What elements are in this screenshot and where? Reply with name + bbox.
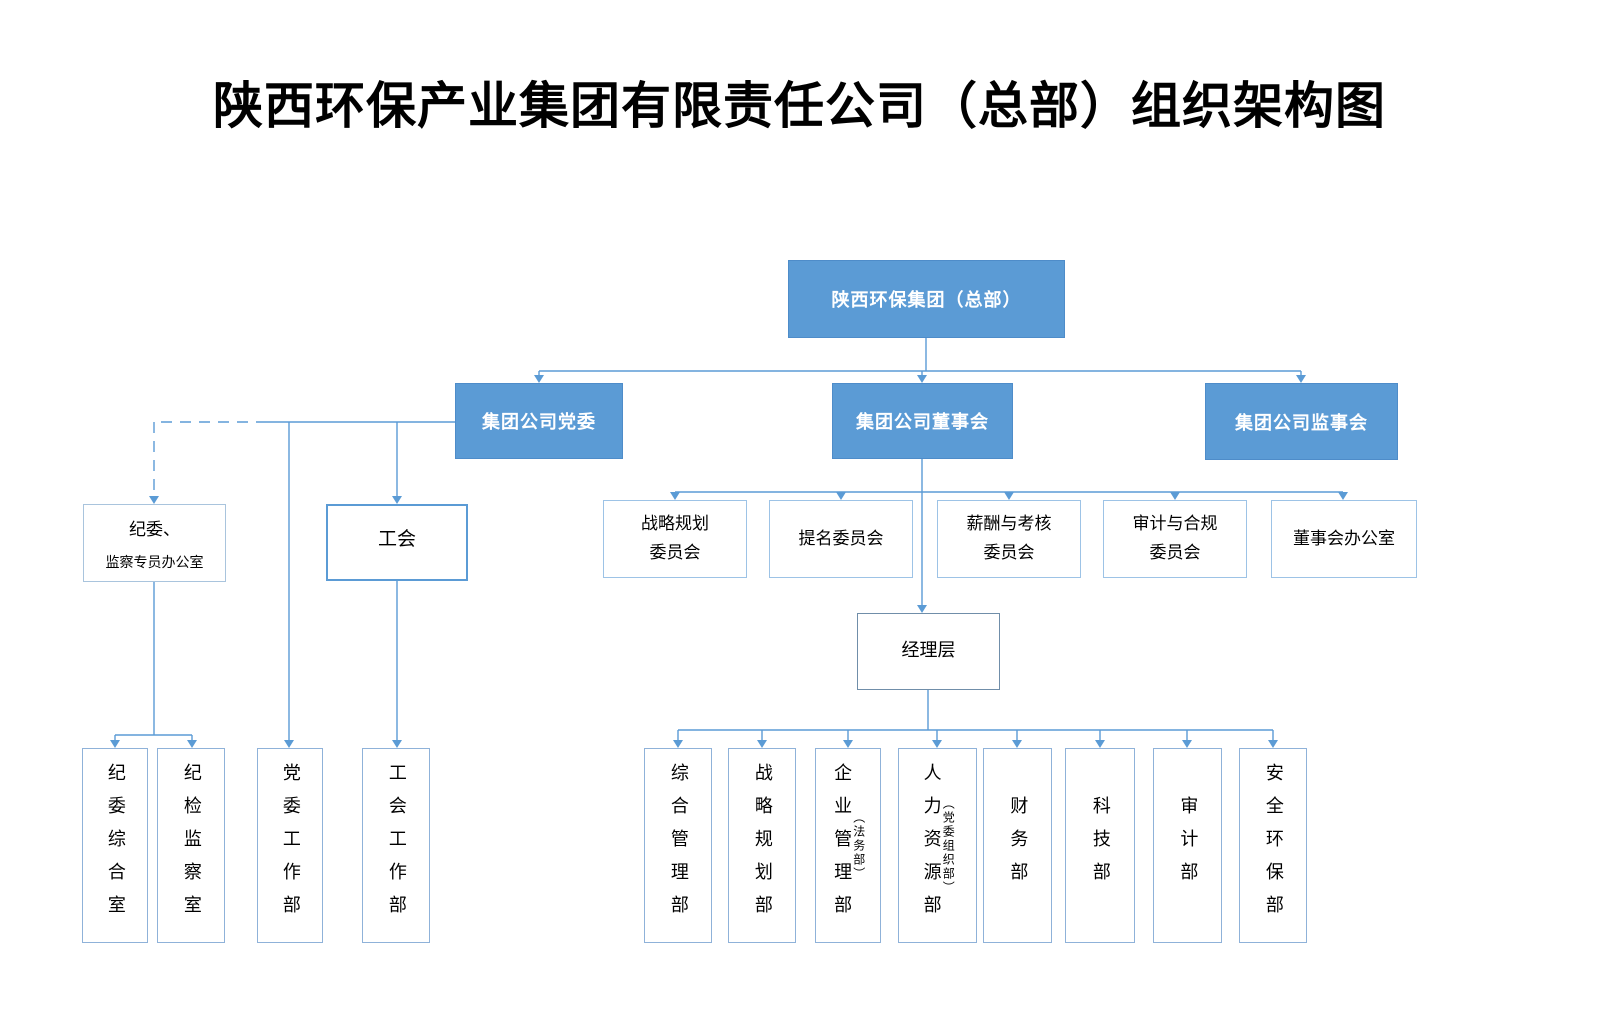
org-node-management-layer: 经理层 bbox=[857, 613, 1000, 690]
node-label: 综合管理部 bbox=[668, 763, 689, 928]
node-label-line: 委员会 bbox=[1149, 543, 1201, 562]
org-node-party-committee: 集团公司党委 bbox=[455, 383, 623, 459]
org-node-strategy-planning-dept: 战略规划部 bbox=[728, 748, 796, 943]
org-node-root: 陕西环保集团（总部） bbox=[788, 260, 1065, 338]
node-label: 纪委综合室 bbox=[105, 763, 126, 928]
org-node-board-office: 董事会办公室 bbox=[1271, 500, 1417, 578]
node-label-line: 监察专员办公室 bbox=[105, 554, 204, 570]
node-label: 科技部 bbox=[1090, 796, 1111, 895]
node-sublabel: （法务部） bbox=[851, 810, 866, 881]
org-node-audit-compliance-committee: 审计与合规 委员会 bbox=[1103, 500, 1247, 578]
org-node-discipline-supervision-office: 纪检监察室 bbox=[157, 748, 225, 943]
node-label-line: 战略规划 bbox=[641, 514, 709, 534]
org-node-discipline-inspection-office: 纪委、 监察专员办公室 bbox=[83, 504, 226, 582]
node-label: 企业管理部 bbox=[832, 763, 853, 928]
org-node-enterprise-mgmt-dept: 企业管理部 （法务部） bbox=[815, 748, 881, 943]
org-node-safety-env-dept: 安全环保部 bbox=[1239, 748, 1307, 943]
node-label-line: 纪委、 bbox=[129, 520, 180, 539]
node-label: 安全环保部 bbox=[1263, 763, 1284, 928]
org-node-supervisory-board: 集团公司监事会 bbox=[1205, 383, 1398, 460]
org-node-party-committee-work-dept: 党委工作部 bbox=[257, 748, 323, 943]
solid-connectors bbox=[114, 338, 1343, 741]
org-node-nomination-committee: 提名委员会 bbox=[769, 500, 913, 578]
node-label-line: 薪酬与考核 bbox=[966, 514, 1052, 534]
node-label-line: 董事会办公室 bbox=[1293, 528, 1395, 548]
node-label-line: 提名委员会 bbox=[798, 528, 884, 548]
node-label: 财务部 bbox=[1008, 796, 1029, 895]
node-label: 战略规划部 bbox=[752, 763, 773, 928]
node-label: 纪检监察室 bbox=[181, 763, 202, 928]
org-node-board: 集团公司董事会 bbox=[832, 383, 1013, 459]
node-sublabel: （党委组织部） bbox=[941, 796, 956, 895]
node-label-line: 委员会 bbox=[649, 543, 701, 562]
org-node-jiwei-general-office: 纪委综合室 bbox=[82, 748, 148, 943]
node-label-line: 审计与合规 bbox=[1132, 514, 1218, 534]
org-node-union-work-dept: 工会工作部 bbox=[362, 748, 430, 943]
org-node-compensation-appraisal-committee: 薪酬与考核 委员会 bbox=[937, 500, 1081, 578]
node-label-line: 委员会 bbox=[983, 543, 1035, 562]
page-title: 陕西环保产业集团有限责任公司（总部）组织架构图 bbox=[213, 76, 1386, 135]
org-node-finance-dept: 财务部 bbox=[983, 748, 1052, 943]
node-label: 工会工作部 bbox=[386, 763, 407, 928]
org-node-strategy-planning-committee: 战略规划 委员会 bbox=[603, 500, 747, 578]
org-node-sci-tech-dept: 科技部 bbox=[1065, 748, 1135, 943]
org-node-labor-union: 工会 bbox=[326, 504, 468, 581]
node-label: 审计部 bbox=[1178, 796, 1199, 895]
org-node-hr-dept: 人力资源部 （党委组织部） bbox=[898, 748, 977, 943]
arrow-heads bbox=[110, 375, 1348, 748]
dashed-connectors bbox=[153, 421, 267, 496]
org-node-general-mgmt-dept: 综合管理部 bbox=[644, 748, 712, 943]
org-node-audit-dept: 审计部 bbox=[1153, 748, 1222, 943]
node-label: 人力资源部 bbox=[921, 763, 942, 928]
node-label: 党委工作部 bbox=[280, 763, 301, 928]
